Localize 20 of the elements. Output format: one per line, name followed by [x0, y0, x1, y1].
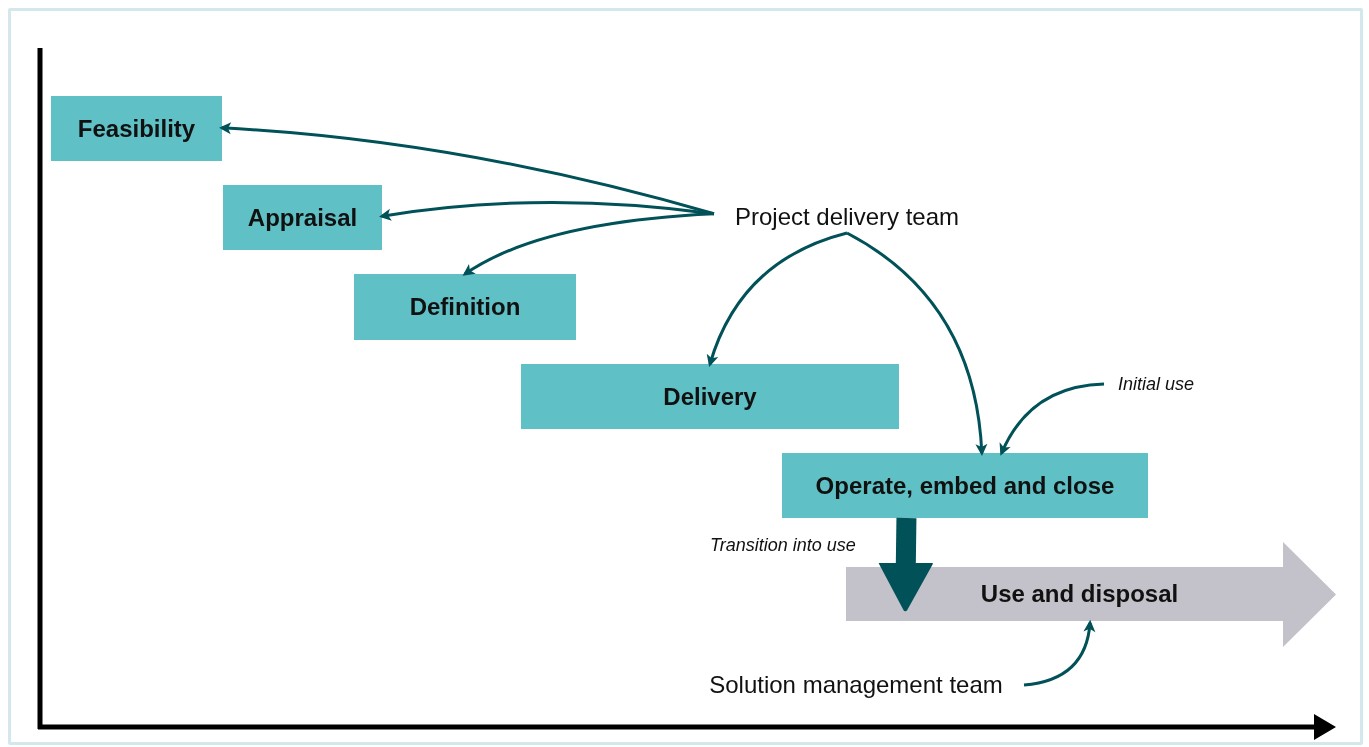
phase-label: Appraisal: [247, 202, 358, 233]
phase-box: [223, 185, 382, 250]
team-label: Initial use: [1117, 372, 1194, 396]
phase-label: Feasibility: [77, 113, 196, 144]
team-label: Project delivery team: [734, 202, 960, 232]
phase-label: Definition: [409, 292, 521, 322]
phase-box: [354, 274, 576, 340]
phase-label: Operate, embed and close: [815, 470, 1115, 501]
phase-box: [782, 453, 1148, 518]
phase-label: Delivery: [663, 381, 757, 412]
curved-arrow: [462, 212, 715, 276]
curved-arrow: [846, 231, 988, 456]
curved-arrow: [707, 231, 848, 367]
phase-box: [521, 364, 899, 429]
curved-arrow: [1000, 382, 1105, 456]
team-label: Solution management team: [709, 670, 1003, 700]
phase-label: Use and disposal: [979, 579, 1179, 609]
phase-box: [51, 96, 222, 161]
curved-arrow: [1023, 619, 1095, 687]
transition-arrow: [878, 517, 933, 612]
